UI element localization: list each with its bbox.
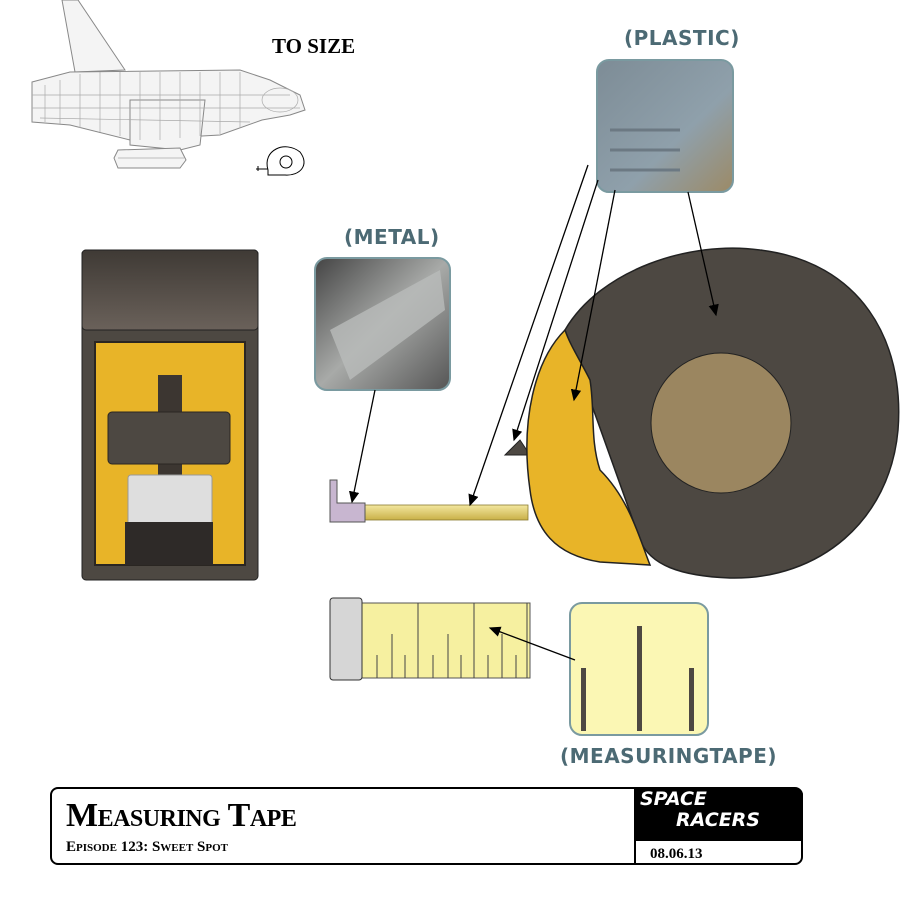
metal-label: (METAL) — [344, 225, 440, 249]
callout-arrows — [348, 164, 719, 661]
space-racers-logo: SPACE RACERS — [634, 789, 803, 841]
sheet-title: Measuring Tape — [66, 797, 297, 834]
spaceship-wireframe — [31, 0, 306, 169]
tape-scale-icon — [256, 146, 305, 176]
title-block: Measuring Tape Episode 123: Sweet Spot S… — [50, 787, 803, 865]
logo-line-1: SPACE — [640, 788, 707, 810]
episode-subtitle: Episode 123: Sweet Spot — [66, 839, 229, 855]
logo-line-2: RACERS — [676, 809, 760, 831]
tape-blade-detail — [329, 597, 531, 681]
sheet-date: 08.06.13 — [634, 841, 803, 865]
tape-measure-side-view — [329, 247, 900, 579]
measuring-tape-label: (MEASURINGTAPE) — [560, 744, 778, 768]
plastic-label: (PLASTIC) — [624, 26, 740, 50]
plastic-photo — [596, 59, 734, 193]
to-size-label: TO SIZE — [272, 34, 356, 58]
front-view — [81, 249, 259, 581]
measuring-tape-zoom — [569, 602, 709, 736]
